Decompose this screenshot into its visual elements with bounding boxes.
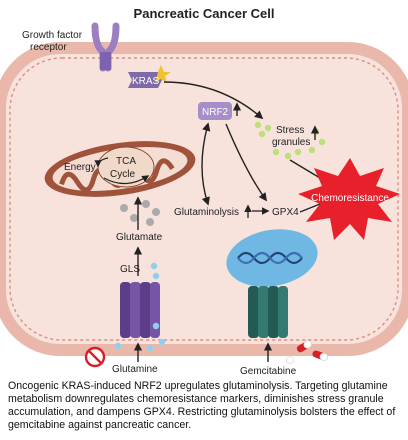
energy-label: Energy: [64, 162, 96, 173]
chemoresistance-label: Chemoresistance: [311, 193, 389, 204]
diagram-title: Pancreatic Cancer Cell: [133, 6, 275, 21]
glutamine-intracellular: [150, 262, 160, 280]
glutamine-transporter: [120, 282, 160, 338]
stress-granules-label-1: Stress: [276, 125, 304, 136]
gls-label: GLS: [120, 264, 140, 275]
figure-caption: Oncogenic KRAS-induced NRF2 upregulates …: [8, 380, 396, 431]
growth-factor-label-1: Growth factor: [22, 30, 83, 41]
glutaminolysis-label: Glutaminolysis: [174, 207, 239, 218]
nucleus: [226, 229, 318, 287]
kras-label: KRAS: [132, 76, 160, 87]
kras-to-granules-arrow: [163, 81, 264, 120]
cell-membrane-outer: [0, 42, 408, 356]
mitochondrion: [44, 141, 196, 197]
gpx4-label: GPX4: [272, 207, 299, 218]
tca-label-2: Cycle: [110, 169, 135, 180]
kras-protein: [128, 65, 171, 88]
gemcitabine-label: Gemcitabine: [240, 366, 297, 377]
pill-capsule-icon: [286, 340, 329, 364]
gemcitabine-transporter: [248, 286, 288, 338]
glutamate-label: Glutamate: [116, 232, 163, 243]
activation-star-icon: [155, 65, 171, 83]
glutamate-molecules: [120, 200, 160, 226]
nrf2-protein: [198, 102, 232, 120]
chemoresistance-burst: [298, 158, 400, 240]
nrf2-label: NRF2: [202, 107, 229, 118]
tca-label-1: TCA: [116, 156, 136, 167]
glutamine-extracellular: [114, 322, 166, 352]
growth-factor-receptor-icon: [91, 22, 120, 72]
nrf2-to-gpx4-arrow: [225, 123, 267, 202]
nrf2-glutaminolysis-arrow: [201, 122, 211, 206]
tca-to-energy-arrow: [94, 157, 109, 168]
stress-granules-label-2: granules: [272, 137, 310, 148]
tca-cycle-arrow: [103, 175, 150, 185]
glutamine-label: Glutamine: [112, 364, 158, 375]
growth-factor-label-2: receptor: [30, 42, 67, 53]
inhibition-icon: [84, 346, 106, 368]
